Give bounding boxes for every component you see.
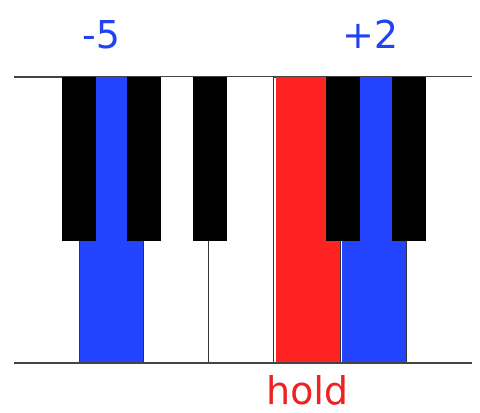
black-key-7[interactable] (392, 77, 426, 241)
black-key-1[interactable] (62, 77, 96, 241)
black-key-5[interactable] (326, 77, 360, 241)
hold-label: hold (266, 369, 349, 413)
black-key-3[interactable] (127, 77, 161, 241)
semitone-up-label: +2 (342, 13, 399, 57)
semitone-down-label: -5 (82, 13, 120, 57)
black-key-2[interactable] (96, 77, 130, 241)
black-key-4[interactable] (193, 77, 227, 241)
keyboard-bottom-rail (14, 362, 472, 364)
black-key-6[interactable] (360, 77, 394, 241)
